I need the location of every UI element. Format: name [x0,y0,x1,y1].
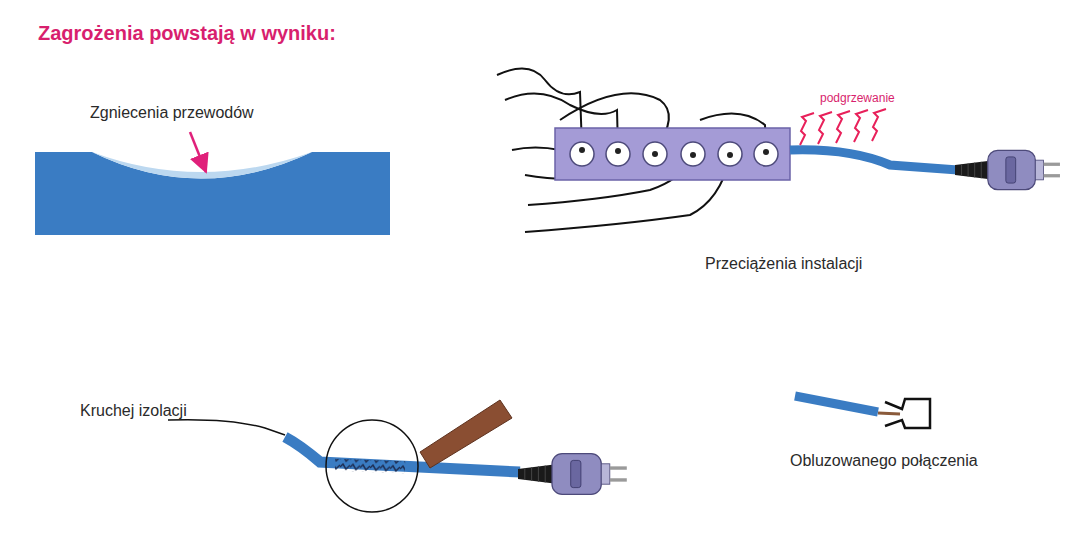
highlight-circle [326,420,418,512]
prong [652,151,658,157]
prong [727,152,733,158]
plug-prongs-in-sockets [579,147,769,158]
prong [690,152,696,158]
heat-source-rod [420,400,512,468]
diagram-title: Zagrożenia powstają w wyniku: [38,22,336,45]
cracked-insulation [335,459,405,473]
supply-cable [790,150,958,170]
heat-lines [800,109,886,145]
heat-line [854,110,868,142]
socket [606,142,630,166]
heat-line [872,109,886,141]
heat-label: podgrzewanie [820,92,895,106]
conductor [878,413,900,414]
prong [579,147,585,153]
power-strip [555,128,790,180]
heat-line [800,113,814,145]
cable-end [795,396,878,412]
socket [681,142,705,166]
thin-wire [168,420,285,435]
cable-body [35,152,390,235]
hazard-label: Obluzowanego połączenia [790,452,978,470]
socket [718,142,742,166]
socket [754,142,778,166]
terminal-lug [885,399,930,428]
plug [955,150,1060,189]
heat-line [836,111,850,143]
pointer-arrow [190,132,206,172]
sockets [570,142,778,166]
prong [615,148,621,154]
heat-line [818,112,832,144]
prong [763,149,769,155]
socket [643,142,667,166]
plug [518,454,627,495]
hazard-label: Przeciążenia instalacji [705,255,862,273]
socket [570,142,594,166]
hazard-label: Zgniecenia przewodów [90,104,254,122]
hazard-label: Kruchej izolacji [80,402,187,420]
